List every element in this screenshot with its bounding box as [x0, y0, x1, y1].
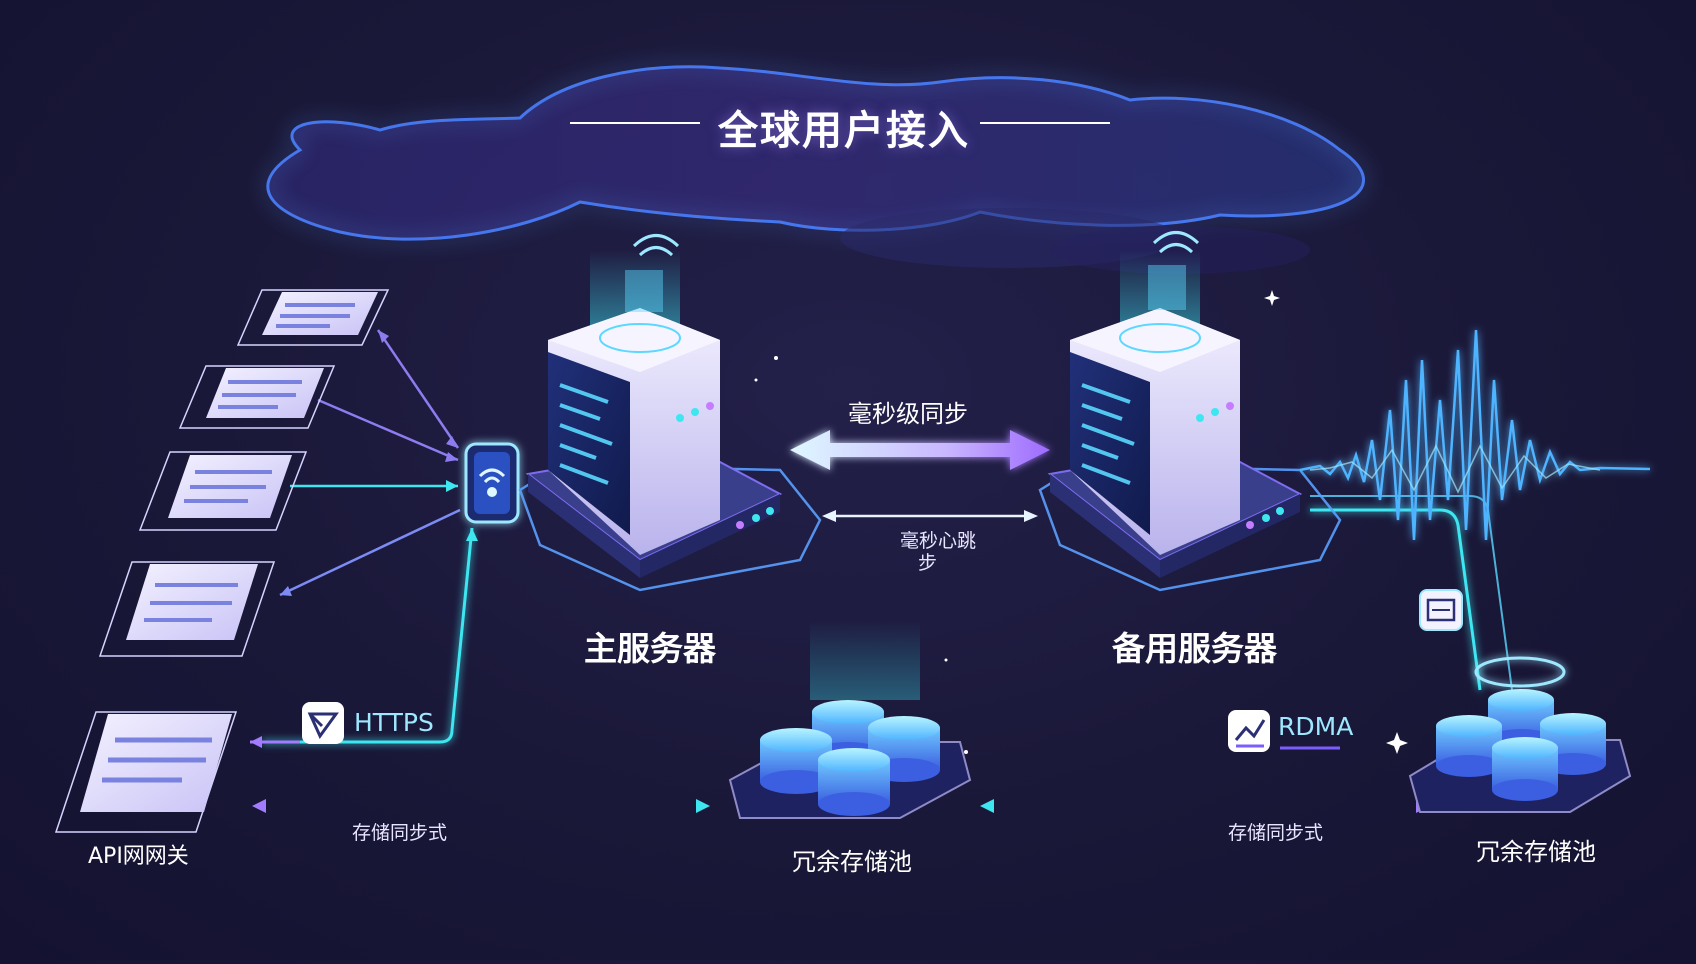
gateway-label: API网网关	[88, 844, 189, 869]
link-backup-storage-2	[1310, 495, 1513, 691]
panel-icon	[1419, 589, 1463, 631]
link-card-4	[279, 508, 461, 597]
link-backup-storage	[1310, 508, 1482, 691]
data-card	[178, 365, 336, 429]
backup-server	[1038, 231, 1342, 592]
sync-top-label: 毫秒级同步	[848, 400, 968, 428]
rdma-label: RDMA	[1278, 712, 1354, 741]
storage-sync-right-label: 存储同步式	[1228, 822, 1324, 844]
disk	[818, 748, 890, 816]
link-card-2	[317, 398, 459, 462]
primary-server	[518, 234, 822, 592]
signal-waveform	[1299, 329, 1651, 541]
wifi-icon	[464, 442, 520, 524]
storage-pool-right	[1408, 656, 1632, 813]
disk	[1436, 715, 1502, 777]
disk	[1492, 737, 1558, 801]
storage-sync-left-label: 存储同步式	[352, 822, 448, 844]
data-card	[236, 289, 390, 346]
sync-arrow	[790, 430, 1050, 470]
arrowheads	[250, 330, 1430, 813]
data-card	[138, 451, 308, 531]
sparkles	[754, 290, 1408, 754]
heartbeat-label-line1: 毫秒心跳	[900, 530, 977, 552]
link-https	[262, 527, 474, 744]
https-label: HTTPS	[354, 708, 434, 737]
data-card	[98, 561, 276, 657]
storage-pool-left-label: 冗余存储池	[792, 848, 912, 876]
storage-pool-right-label: 冗余存储池	[1476, 838, 1596, 866]
backup-server-label: 备用服务器	[1112, 629, 1277, 668]
chart-icon	[1228, 710, 1270, 752]
heartbeat-label-line2: 步	[918, 552, 938, 574]
connection-lines	[220, 329, 1513, 808]
primary-server-label: 主服务器	[584, 629, 716, 668]
data-cards	[54, 289, 390, 833]
send-icon	[302, 702, 344, 744]
gateway-card	[54, 711, 238, 833]
link-card-1	[376, 329, 460, 449]
storage-pool-left	[728, 620, 972, 819]
diagram-title: 全球用户接入	[718, 108, 970, 154]
